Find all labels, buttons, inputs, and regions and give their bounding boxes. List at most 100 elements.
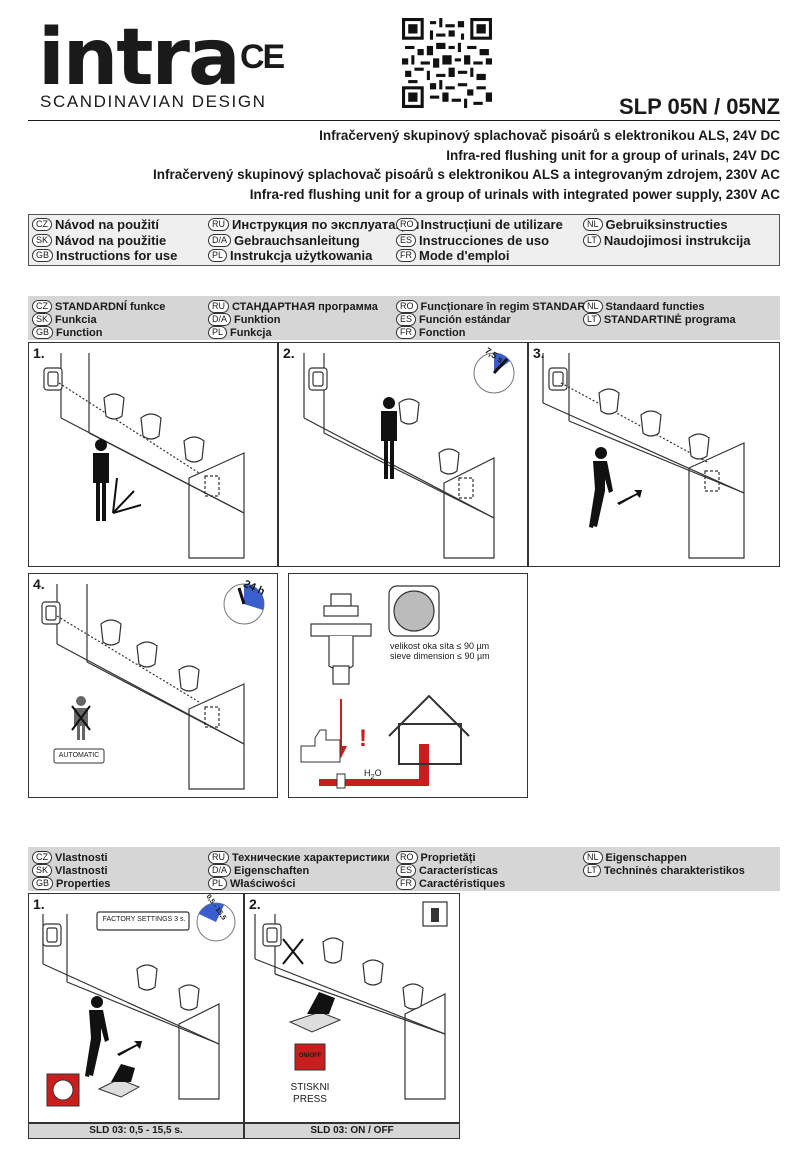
language-code-badge: D/A [208, 233, 232, 247]
language-code-badge: SK [32, 233, 53, 247]
language-label: Fonction [419, 326, 466, 339]
language-label: Návod na použitie [55, 232, 167, 248]
language-code-badge: GB [32, 249, 54, 262]
language-label: Funktion [234, 313, 281, 326]
urinal-room-illustration [41, 583, 265, 790]
language-code-badge: LT [583, 233, 601, 247]
urinal-room-illustration [42, 902, 236, 1107]
language-label: Vlastnosti [55, 864, 108, 877]
qr-code-icon[interactable] [402, 18, 492, 108]
subtitle-4: Infra-red flushing unit for a group of u… [249, 186, 780, 202]
language-label: Vlastnosti [55, 851, 108, 864]
subtitle-2: Infra-red flushing unit for a group of u… [446, 147, 780, 163]
language-code-badge: SK [32, 864, 53, 877]
language-label: Instrucțiuni de utilizare [420, 217, 563, 232]
language-code-badge: NL [583, 218, 603, 231]
urinal-room-illustration [542, 353, 745, 559]
caption-sld-timer: SLD 03: 0,5 - 15,5 s. [28, 1123, 244, 1139]
language-label: Funkcia [55, 313, 97, 326]
language-code-badge: LT [583, 864, 601, 877]
language-label: Gebruiksinstructies [605, 217, 728, 232]
sieve-label-en: sieve dimension ≤ 90 µm [390, 651, 490, 661]
step-number: 1. [33, 896, 45, 912]
step-2-panel: 2. 7,5 s. [278, 342, 528, 567]
automatic-badge: AUTOMATIC [58, 752, 100, 759]
step-number: 4. [33, 576, 45, 592]
press-label-en: PRESS [293, 1094, 327, 1105]
language-code-badge: ES [396, 864, 417, 877]
language-label: Caractéristiques [419, 877, 506, 890]
language-code-badge: CZ [32, 300, 52, 313]
language-label: Gebrauchsanleitung [234, 232, 360, 248]
language-label: Właściwości [230, 877, 296, 890]
language-code-badge: FR [396, 877, 416, 890]
ce-mark: CE [240, 38, 285, 76]
language-code-badge: SK [32, 313, 53, 326]
language-code-badge: GB [32, 877, 54, 890]
language-label: Eigenschaften [234, 864, 310, 877]
language-code-badge: FR [396, 249, 416, 262]
language-label: Techninės charakteristikos [603, 864, 745, 877]
language-code-badge: RO [396, 300, 418, 313]
language-code-badge: RO [396, 851, 418, 864]
on-off-button[interactable]: ON/OFF [298, 1053, 322, 1059]
language-label: Eigenschappen [605, 851, 687, 864]
subtitle-3: Infračervený skupinový splachovač pisoár… [153, 167, 780, 182]
language-code-badge: RU [208, 218, 229, 231]
step-3-panel: 3. [528, 342, 780, 567]
language-label: Технические характеристики [232, 851, 390, 864]
language-code-badge: CZ [32, 218, 52, 231]
language-label: Standaard functies [605, 300, 705, 313]
language-label: Instrukcja użytkowania [230, 248, 373, 263]
language-label: STANDARTINĖ programa [603, 313, 736, 326]
step-number: 2. [283, 345, 295, 361]
svg-text:!: ! [359, 725, 367, 752]
language-code-badge: NL [583, 851, 603, 864]
language-label: Proprietăți [420, 851, 476, 864]
caption-sld-onoff: SLD 03: ON / OFF [244, 1123, 460, 1139]
language-label: Properties [56, 877, 111, 890]
step-4-panel: 4. 24 h AUTOMATIC [28, 573, 278, 798]
property-2-panel: 2. ON/OFF STISKNI PRESS [244, 893, 460, 1123]
step-1-panel: 1. [28, 342, 278, 567]
language-label: Funkcja [230, 326, 272, 339]
language-code-badge: NL [583, 300, 603, 313]
language-label: СТАНДАРТНАЯ программа [232, 300, 378, 313]
step-number: 2. [249, 896, 261, 912]
urinal-room-illustration [254, 901, 448, 1100]
brand-logo: intra [38, 13, 241, 103]
language-label: Funcționare în regim STANDARD [420, 300, 594, 313]
language-code-badge: D/A [208, 864, 232, 877]
language-code-badge: RO [396, 218, 418, 231]
press-label-cz: STISKNI [290, 1082, 330, 1093]
language-code-badge: ES [396, 233, 417, 247]
language-label: Инструкция по эксплуатации [232, 217, 420, 232]
language-code-badge: PL [208, 877, 228, 890]
language-label: Mode d'emploi [419, 248, 510, 263]
language-code-badge: LT [583, 313, 601, 326]
language-code-badge: RU [208, 300, 229, 313]
step-number: 3. [533, 345, 545, 361]
